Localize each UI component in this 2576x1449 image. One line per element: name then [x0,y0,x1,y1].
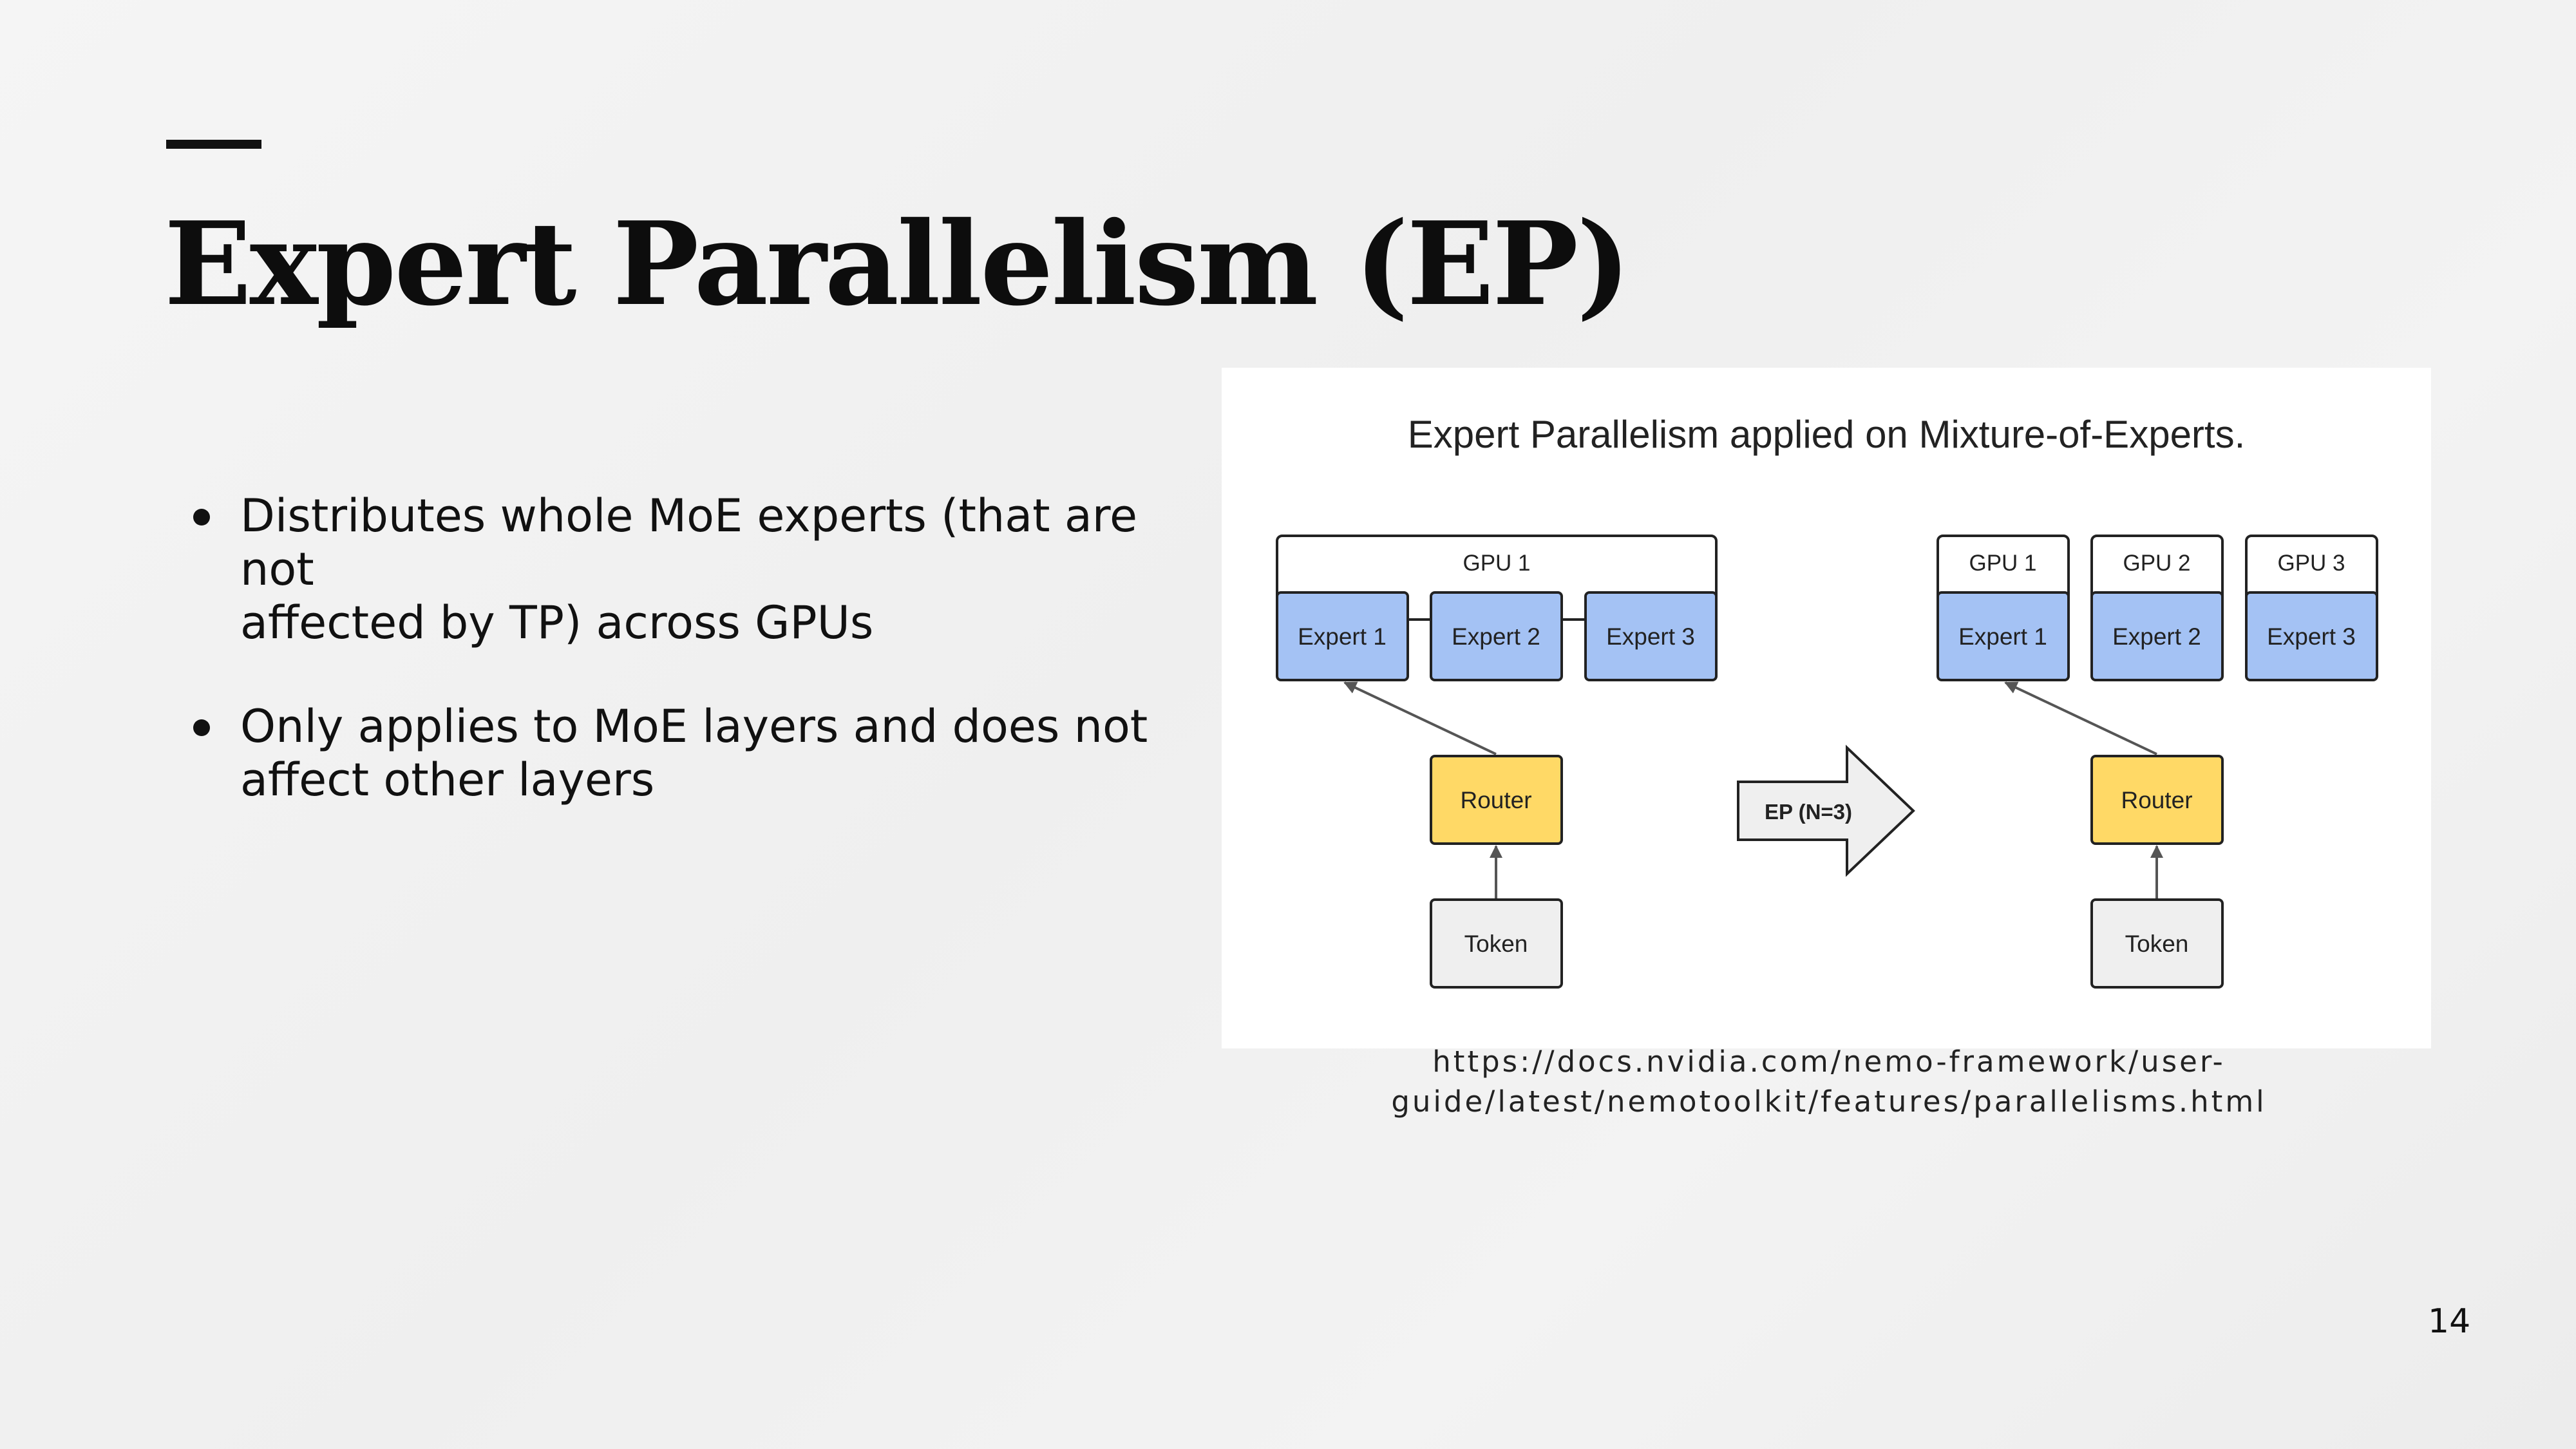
page-number: 14 [2428,1302,2471,1341]
router-box [2090,755,2224,845]
source-url-line: https://docs.nvidia.com/nemo-framework/u… [1432,1045,2226,1079]
token-label: Token [2125,931,2189,957]
router-to-expert-arrow [1343,681,1497,755]
router-box [1430,755,1563,845]
bullet-item: Distributes whole MoE experts (that are … [193,489,1198,650]
slide-title: Expert Parallelism (EP) [164,196,1631,331]
expert-label: Expert 1 [1958,623,2047,650]
bullet-text-line: Distributes whole MoE experts (that are … [240,489,1138,596]
bullet-text-line: affected by TP) across GPUs [240,596,874,649]
source-caption: https://docs.nvidia.com/nemo-framework/u… [1282,1042,2376,1122]
expert-box [2245,591,2378,681]
bullet-dot-icon [193,509,210,526]
router-to-expert-arrow [2004,681,2157,755]
expert-box [1584,591,1718,681]
gpu-label: GPU 2 [2123,551,2190,576]
gpu-label: GPU 1 [1463,551,1530,576]
router-label: Router [1460,787,1531,813]
expert-label: Expert 3 [1606,623,1695,650]
token-label: Token [1464,931,1528,957]
bullet-text-line: Only applies to MoE layers and does not [240,700,1148,753]
bullet-dot-icon [193,719,210,736]
title-accent-bar [166,140,261,149]
source-url-line: guide/latest/nemotoolkit/features/parall… [1391,1084,2267,1119]
expert-label: Expert 2 [1452,623,1540,650]
token-box [2090,898,2224,989]
expert-label: Expert 3 [2267,623,2356,650]
ep-diagram: Expert Parallelism applied on Mixture-of… [1276,413,2378,989]
expert-box [2090,591,2224,681]
bullet-list: Distributes whole MoE experts (that are … [193,489,1198,857]
expert-box [1430,591,1563,681]
expert-label: Expert 1 [1298,623,1387,650]
token-box [1430,898,1563,989]
expert-box [1937,591,2070,681]
expert-box [1276,591,1409,681]
expert-label: Expert 2 [2112,623,2201,650]
gpu-label: GPU 1 [1969,551,2036,576]
router-label: Router [2121,787,2192,813]
ep-arrow-label: EP (N=3) [1765,800,1852,824]
bullet-text-line: affect other layers [240,753,655,806]
bullet-item: Only applies to MoE layers and does not … [193,700,1198,807]
gpu-label: GPU 3 [2277,551,2345,576]
diagram-figure: Expert Parallelism applied on Mixture-of… [1222,368,2431,1048]
ep-arrow-icon [1737,744,1915,877]
diagram-title: Expert Parallelism applied on Mixture-of… [1408,413,2246,456]
